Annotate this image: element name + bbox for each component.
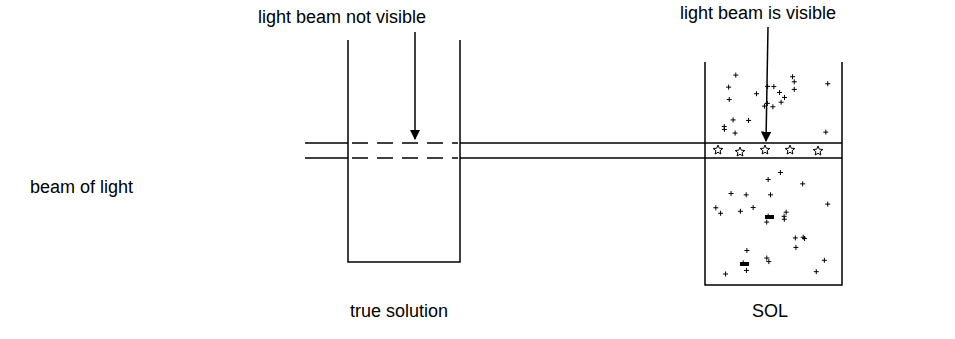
particle: [770, 104, 775, 109]
particle: [733, 131, 738, 136]
label: light beam not visible: [258, 6, 426, 28]
particle: [793, 245, 798, 250]
particle: [778, 170, 783, 175]
particle: [762, 104, 767, 109]
label: light beam is visible: [680, 2, 836, 24]
particle: [801, 235, 806, 240]
particle: [768, 192, 773, 197]
light-beam: [305, 143, 842, 158]
particle: [718, 211, 723, 216]
particle: [722, 127, 727, 132]
particle: [766, 259, 771, 264]
scattering-particle: [735, 147, 745, 156]
beaker: [348, 40, 460, 262]
particle: [729, 191, 734, 196]
particle: [713, 205, 718, 210]
particle: [765, 215, 774, 219]
particle: [792, 87, 797, 92]
particle: [822, 258, 827, 263]
particle: [754, 91, 759, 96]
particle: [814, 269, 819, 274]
particle: [744, 248, 749, 253]
particle: [733, 73, 738, 78]
particle: [764, 220, 769, 225]
particle: [790, 74, 795, 79]
particle: [800, 181, 805, 186]
particle: [751, 205, 756, 210]
particle: [771, 84, 776, 89]
pointer-arrow: [414, 32, 416, 139]
label: SOL: [752, 300, 788, 322]
particle: [782, 217, 787, 222]
particle: [777, 90, 782, 95]
particle: [793, 235, 798, 240]
particle: [823, 130, 828, 135]
beaker: [705, 62, 842, 285]
label: true solution: [350, 300, 448, 322]
particle: [792, 79, 797, 84]
colloid-particles: [713, 73, 830, 277]
particle: [746, 118, 751, 123]
particle: [740, 262, 749, 266]
particle: [779, 100, 784, 105]
particle: [825, 202, 830, 207]
scattering-particle: [813, 146, 823, 155]
particle: [744, 192, 749, 197]
particle: [731, 117, 736, 122]
particle: [765, 84, 770, 89]
particle: [825, 81, 830, 86]
scattering-particle: [785, 145, 795, 154]
particle: [766, 177, 771, 182]
particle: [765, 101, 770, 106]
particle: [726, 85, 731, 90]
particle: [782, 95, 787, 100]
label: beam of light: [30, 176, 133, 198]
particle: [744, 268, 749, 273]
scattering-particle: [760, 145, 770, 154]
particle: [727, 97, 732, 102]
particle: [723, 272, 728, 277]
scattering-particle: [713, 145, 723, 154]
particle: [738, 209, 743, 214]
